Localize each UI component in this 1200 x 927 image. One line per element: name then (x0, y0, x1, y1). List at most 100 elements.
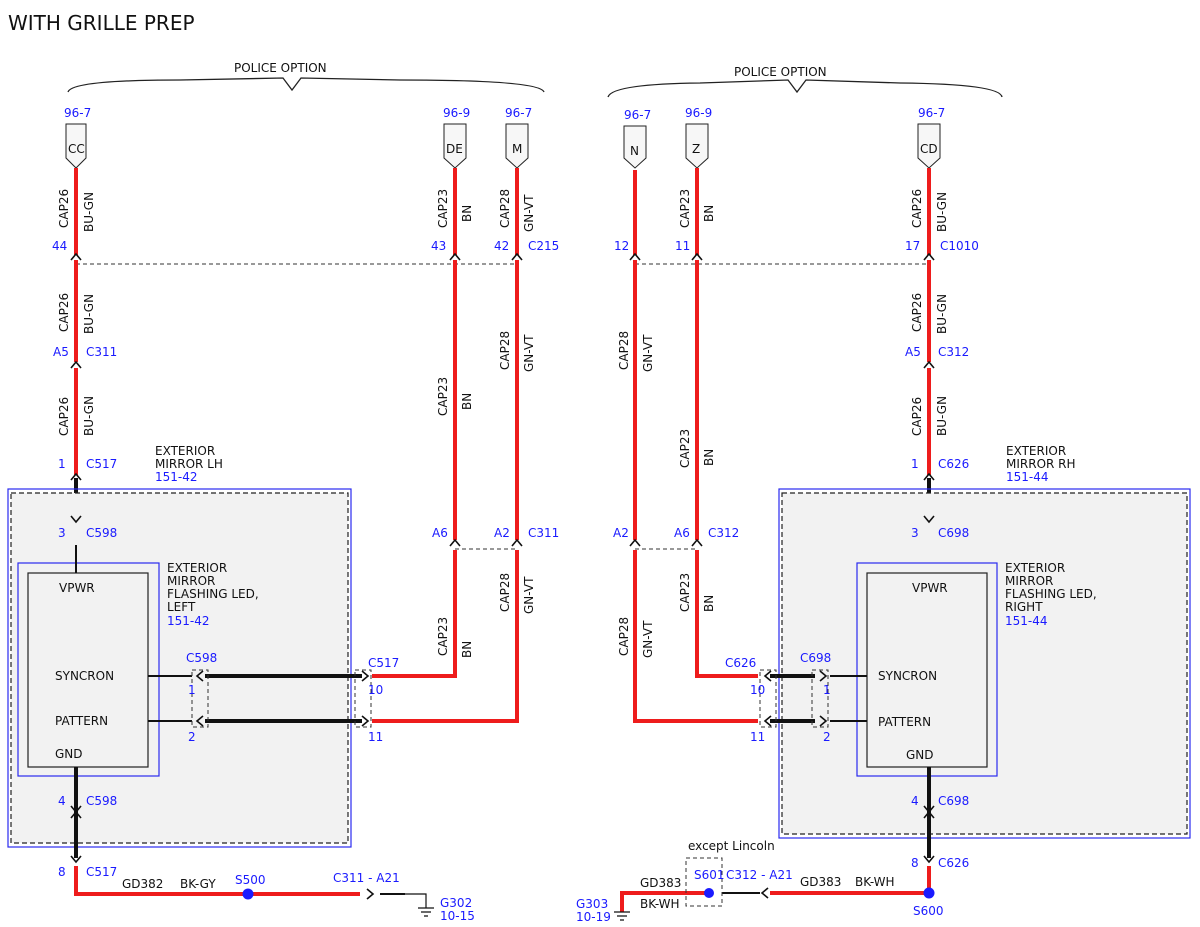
svg-text:42: 42 (494, 239, 509, 253)
svg-text:GN-VT: GN-VT (641, 334, 655, 372)
svg-text:A6: A6 (674, 526, 690, 540)
c626-dashed-right (759, 669, 777, 728)
svg-text:CAP23: CAP23 (678, 189, 692, 228)
svg-text:GN-VT: GN-VT (641, 620, 655, 658)
svg-text:LEFT: LEFT (167, 600, 196, 614)
svg-text:12: 12 (614, 239, 629, 253)
svg-text:2: 2 (188, 730, 196, 744)
svg-text:GN-VT: GN-VT (522, 576, 536, 614)
svg-text:CAP28: CAP28 (498, 573, 512, 612)
svg-text:CAP28: CAP28 (617, 617, 631, 656)
svg-text:EXTERIOR: EXTERIOR (155, 444, 215, 458)
svg-text:A2: A2 (494, 526, 510, 540)
svg-text:BN: BN (460, 641, 474, 658)
svg-text:C517: C517 (368, 656, 399, 670)
wire-s601-g303 (620, 891, 708, 912)
svg-text:S601: S601 (694, 868, 725, 882)
svg-text:GD382: GD382 (122, 877, 163, 891)
svg-text:96-9: 96-9 (685, 106, 712, 120)
svg-text:C311: C311 (86, 345, 117, 359)
svg-text:N: N (630, 144, 639, 158)
police-option-brace-right (607, 79, 1003, 98)
svg-text:SYNCRON: SYNCRON (55, 669, 114, 683)
svg-text:96-7: 96-7 (64, 106, 91, 120)
mirror-lh-outer-blue (7, 488, 352, 848)
svg-text:151-42: 151-42 (167, 614, 210, 628)
svg-text:CAP28: CAP28 (498, 331, 512, 370)
svg-text:8: 8 (58, 865, 66, 879)
svg-text:CAP23: CAP23 (678, 429, 692, 468)
svg-text:A2: A2 (613, 526, 629, 540)
svg-text:CAP28: CAP28 (498, 189, 512, 228)
svg-text:S500: S500 (235, 873, 266, 887)
svg-text:C517: C517 (86, 865, 117, 879)
svg-text:43: 43 (431, 239, 446, 253)
svg-text:C517: C517 (86, 457, 117, 471)
svg-text:1: 1 (911, 457, 919, 471)
svg-text:C312: C312 (938, 345, 969, 359)
svg-text:96-7: 96-7 (624, 108, 651, 122)
police-option-label-right: POLICE OPTION (734, 65, 827, 79)
wire-gnd-right-red (770, 866, 931, 895)
svg-text:CAP23: CAP23 (678, 573, 692, 612)
svg-text:G302: G302 (440, 896, 472, 910)
svg-text:VPWR: VPWR (912, 581, 948, 595)
wire-z-c626-10 (695, 550, 758, 678)
svg-text:CAP26: CAP26 (910, 189, 924, 228)
svg-text:Z: Z (692, 142, 700, 156)
svg-text:BK-WH: BK-WH (640, 897, 680, 911)
c598-dashed-left (191, 669, 209, 728)
c517-dashed-left (354, 669, 372, 728)
svg-text:4: 4 (58, 794, 66, 808)
svg-text:C311 - A21: C311 - A21 (333, 871, 400, 885)
svg-text:MIRROR: MIRROR (1005, 574, 1053, 588)
svg-text:GD383: GD383 (800, 875, 841, 889)
ground-right-labels: except Lincoln S601 C312 - A21 GD383 BK-… (576, 839, 944, 924)
svg-text:11: 11 (675, 239, 690, 253)
svg-text:BN: BN (702, 449, 716, 466)
svg-text:151-42: 151-42 (155, 470, 198, 484)
wire-de-c517-10 (372, 550, 457, 678)
svg-text:96-7: 96-7 (505, 106, 532, 120)
svg-text:GND: GND (55, 747, 83, 761)
svg-text:C598: C598 (86, 794, 117, 808)
svg-text:1: 1 (58, 457, 66, 471)
svg-text:CAP26: CAP26 (57, 189, 71, 228)
svg-text:FLASHING LED,: FLASHING LED, (1005, 587, 1097, 601)
svg-text:CAP26: CAP26 (57, 293, 71, 332)
svg-text:BK-WH: BK-WH (855, 875, 895, 889)
s601-dashed-box (685, 857, 723, 907)
svg-text:CAP28: CAP28 (617, 331, 631, 370)
svg-text:BU-GN: BU-GN (82, 396, 96, 436)
svg-text:BU-GN: BU-GN (935, 396, 949, 436)
g302-ground-symbol (405, 893, 434, 917)
svg-text:BN: BN (702, 595, 716, 612)
pin-labels-left: 44 43 42 C215 A5 C311 1 C517 3 C598 A6 A… (52, 239, 559, 879)
wire-n-c626-11 (633, 550, 758, 723)
svg-text:MIRROR: MIRROR (167, 574, 215, 588)
c698-dashed-right (811, 669, 829, 728)
s600-splice (923, 887, 935, 899)
wire-labels-right: CAP28 GN-VT CAP23 BN CAP23 BN CAP28 GN-V… (617, 189, 949, 658)
flashing-led-left-box (27, 572, 149, 768)
svg-text:BU-GN: BU-GN (82, 192, 96, 232)
svg-text:17: 17 (905, 239, 920, 253)
svg-text:10: 10 (750, 683, 765, 697)
svg-text:PATTERN: PATTERN (878, 715, 931, 729)
mirror-lh-labels: EXTERIOR MIRROR LH 151-42 EXTERIOR MIRRO… (55, 444, 259, 761)
svg-text:2: 2 (823, 730, 831, 744)
svg-text:EXTERIOR: EXTERIOR (1006, 444, 1066, 458)
svg-text:S600: S600 (913, 904, 944, 918)
s601-splice (704, 888, 714, 898)
svg-text:4: 4 (911, 794, 919, 808)
svg-text:A5: A5 (905, 345, 921, 359)
svg-text:C598: C598 (186, 651, 217, 665)
svg-text:96-7: 96-7 (918, 106, 945, 120)
svg-text:CAP23: CAP23 (436, 617, 450, 656)
svg-text:151-44: 151-44 (1005, 614, 1048, 628)
svg-text:MIRROR RH: MIRROR RH (1006, 457, 1076, 471)
svg-text:RIGHT: RIGHT (1005, 600, 1043, 614)
svg-text:FLASHING LED,: FLASHING LED, (167, 587, 259, 601)
tag-cd: 96-7 CD (917, 106, 945, 169)
s500-splice (242, 888, 254, 900)
